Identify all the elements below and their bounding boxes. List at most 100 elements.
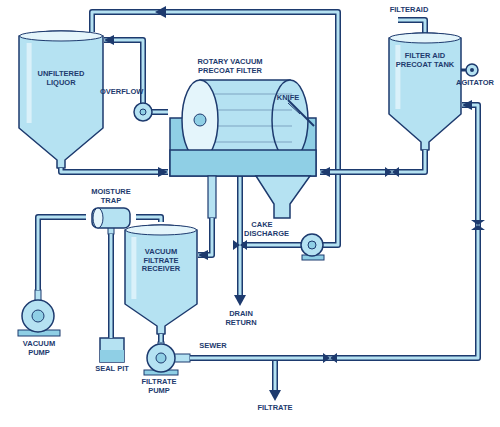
precoat-tank-shape [388, 30, 462, 150]
drain-pipe [239, 172, 242, 296]
return-pipe [92, 12, 338, 245]
flow-arrow [269, 390, 281, 401]
node-label: SEAL PIT [86, 365, 138, 374]
node-label: VACUUM FILTRATE RECEIVER [130, 248, 192, 274]
tank-top [126, 225, 197, 235]
node-label: MOISTURE TRAP [86, 188, 136, 205]
knife-blade [288, 100, 314, 126]
agitator-hub [470, 68, 474, 72]
pipe-outline [190, 105, 478, 358]
arrow-head [158, 167, 168, 177]
pump-hub [156, 353, 166, 363]
part-label: DRAIN RETURN [222, 310, 260, 327]
filtrate-outlet [208, 176, 216, 218]
drum-end [272, 80, 308, 160]
pipe-connector [190, 100, 478, 358]
pipe-connector [104, 35, 168, 112]
part-label: OVERFLOW [100, 88, 140, 97]
tank-top [20, 31, 103, 41]
part-label: FILTERAID [384, 6, 434, 15]
trap-end [93, 208, 103, 228]
pipe-outline [38, 217, 86, 290]
flow-arrow [234, 295, 246, 306]
pipe-connector [61, 167, 168, 177]
return-pipe-outline [92, 12, 338, 245]
pipe-fill [61, 168, 168, 172]
storage-tank-shape [18, 28, 104, 168]
tank-highlight [131, 237, 136, 299]
pipe-connector [160, 334, 161, 342]
pump-hub [140, 109, 146, 115]
pipe-fill [110, 234, 113, 338]
tank-top [390, 33, 461, 43]
seal-pit-box [100, 338, 124, 362]
tank-outline [19, 31, 103, 168]
precoat-pump [301, 234, 323, 256]
connector-group [38, 35, 478, 358]
part-label: FILTRATE [253, 404, 297, 413]
pipe-fill [104, 40, 168, 112]
vacuum-pump: VACUUM PUMP [8, 290, 70, 368]
pipe-outline [108, 234, 114, 338]
pump-casing [22, 300, 54, 332]
part-label: SEWER [196, 342, 230, 351]
tank-highlight [395, 45, 400, 109]
arrow-head [320, 167, 330, 177]
pipe-outline [61, 168, 168, 172]
node-label: FILTRATE PUMP [132, 378, 186, 395]
pipe-outline [320, 150, 425, 172]
leader-line [288, 103, 300, 114]
pipe-connector [38, 217, 86, 290]
part-label: CAKE DISCHARGE [244, 221, 280, 238]
filtrate-pump-shape [128, 342, 190, 408]
node-label: FILTER AID PRECOAT TANK [394, 52, 456, 69]
pipe-outline [104, 40, 168, 112]
receiver-tank-shape [124, 222, 198, 334]
valve-symbol [323, 353, 337, 363]
moisture-trap: MOISTURE TRAP [86, 188, 136, 234]
valve-symbol [385, 167, 399, 177]
pipe-fill [136, 217, 161, 222]
pipe-outline [198, 218, 212, 255]
pump-hub [308, 241, 316, 249]
node-label: ROTARY VACUUM PRECOAT FILTER [182, 58, 278, 75]
filteraid-pipe [398, 20, 425, 34]
valve-symbol [471, 220, 485, 230]
filteraid-pipe-outline [398, 20, 425, 34]
rotary-filter: ROTARY VACUUM PRECOAT FILTER [168, 58, 320, 218]
agitator-dial [466, 64, 478, 76]
filtrate-pump: FILTRATE PUMP [128, 342, 190, 408]
arrow-head [104, 35, 114, 45]
rotary-filter-shape [168, 58, 320, 218]
tank-outline [389, 33, 461, 150]
seal-water [100, 350, 124, 362]
pipe-fill [159, 334, 162, 342]
arrow-head [462, 100, 472, 110]
arrow-head [198, 250, 208, 260]
pipe-connector [198, 218, 212, 260]
node-label: UNFILTERED LIQUOR [26, 70, 96, 87]
tank-highlight [27, 43, 32, 123]
pump-hub [32, 310, 44, 322]
valve-symbol [233, 240, 247, 250]
pipe-fill [198, 218, 212, 255]
filtrate-pipe-outline [272, 358, 278, 392]
pipe-fill [320, 150, 425, 172]
storage-tank: UNFILTERED LIQUOR [18, 28, 104, 168]
trap-body [92, 208, 130, 228]
drain-pipe-outline [237, 172, 243, 296]
drum-hub [194, 114, 206, 126]
receiver-tank: VACUUM FILTRATE RECEIVER [124, 222, 198, 334]
overflow-pump [134, 103, 152, 121]
pipe-outline [158, 334, 164, 342]
pipe-connector [136, 217, 161, 222]
vat-front [170, 150, 316, 176]
node-label: VACUUM PUMP [14, 340, 64, 357]
drum-end [182, 80, 218, 160]
flow-arrow [155, 6, 166, 18]
pipe-connector [111, 234, 112, 338]
pipe-outline [136, 217, 161, 222]
tank-outline [125, 225, 197, 334]
